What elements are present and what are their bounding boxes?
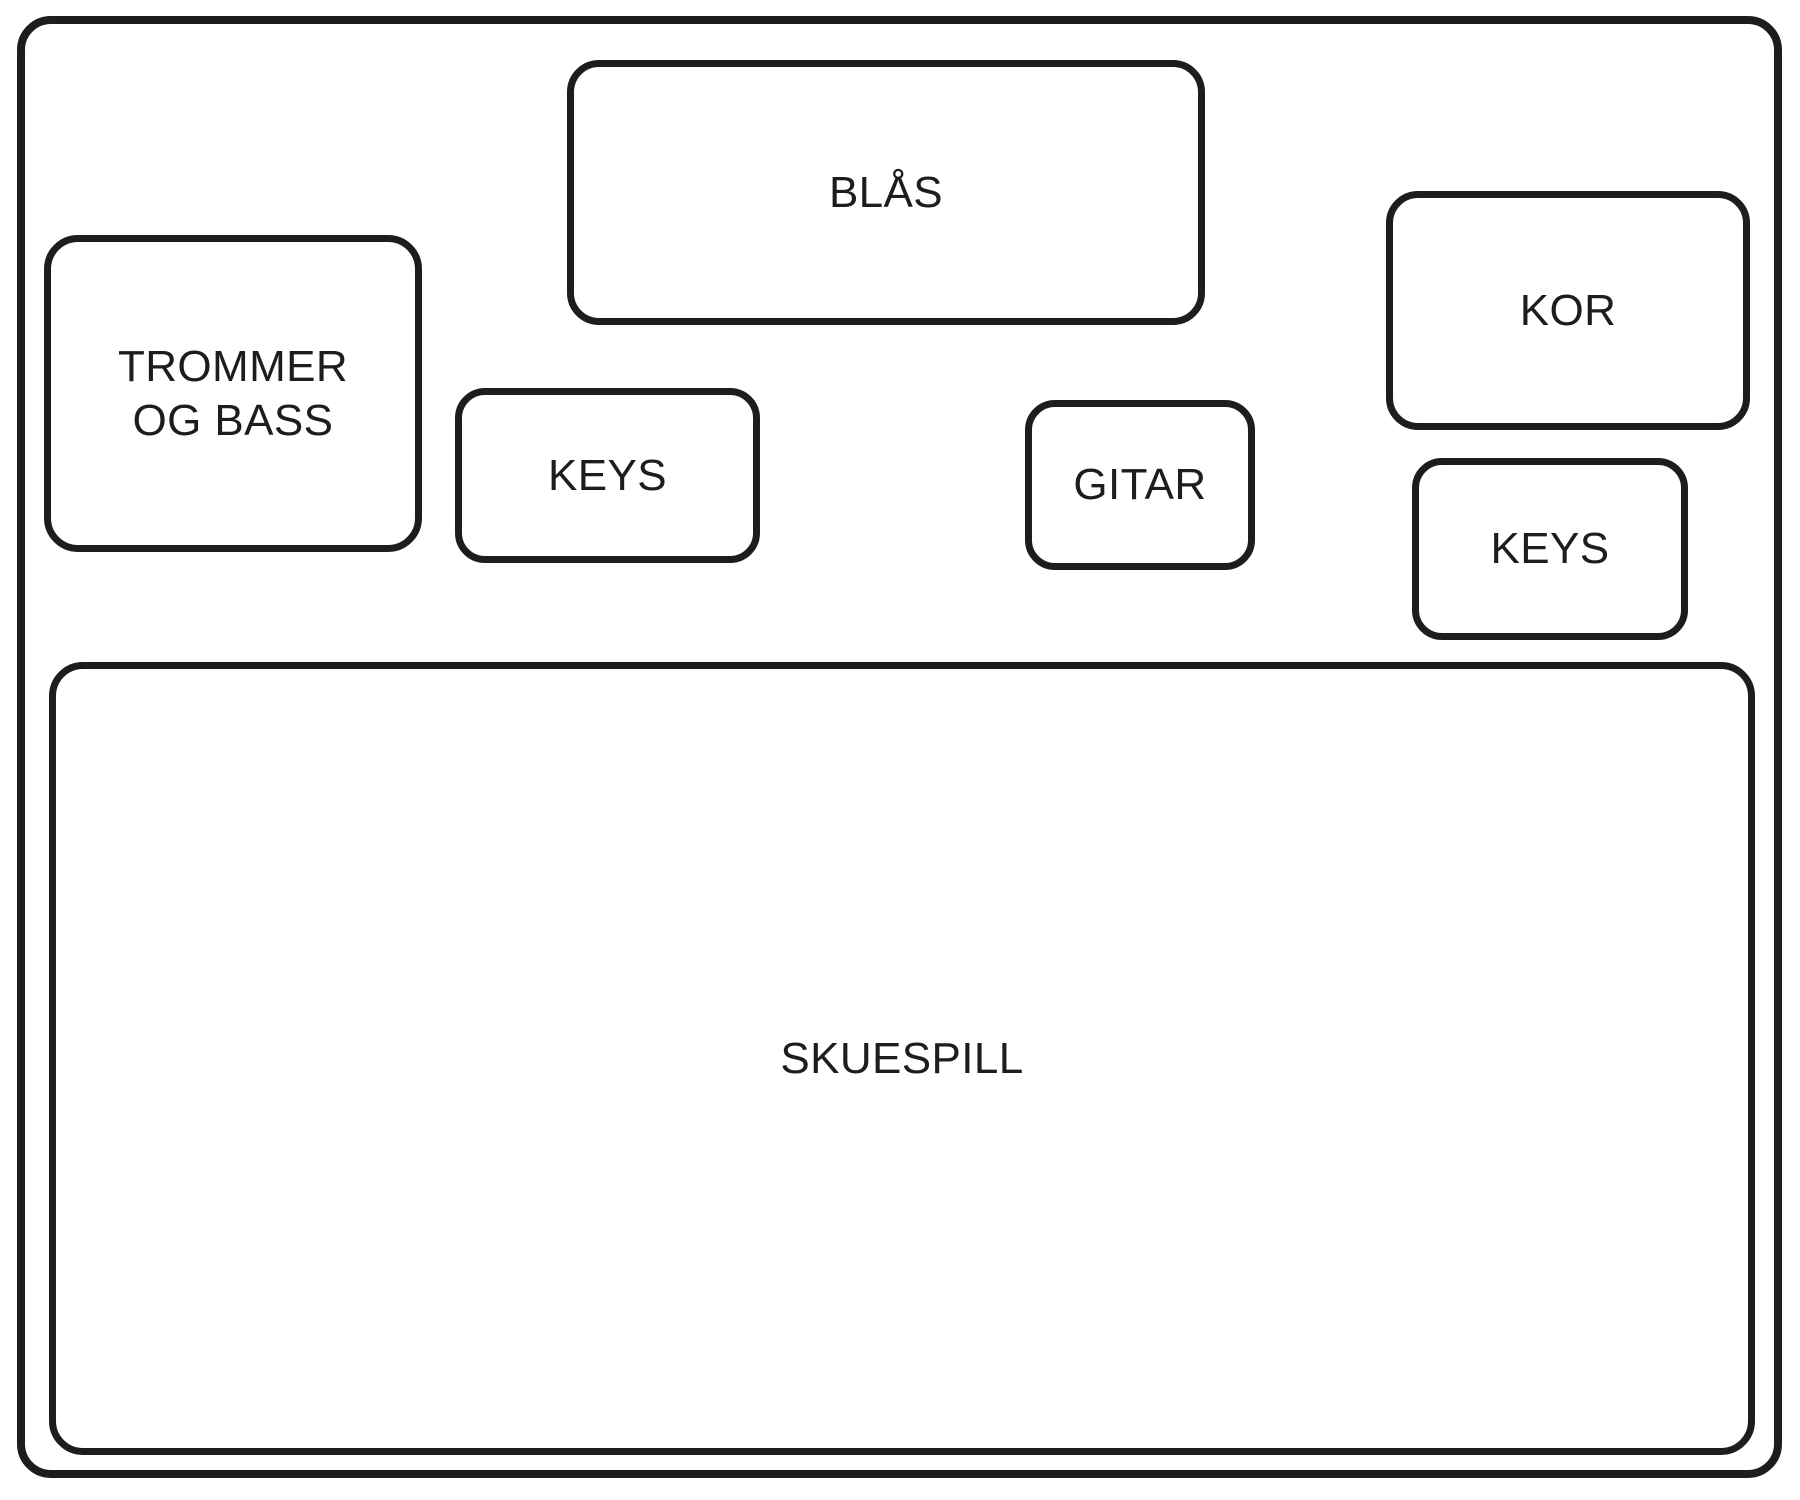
- zone-blas-label: BLÅS: [828, 167, 944, 217]
- zone-gitar[interactable]: GITAR: [1025, 400, 1255, 570]
- zone-skuespill[interactable]: SKUESPILL: [49, 662, 1755, 1455]
- zone-gitar-label: GITAR: [1073, 460, 1207, 510]
- zone-skuespill-label: SKUESPILL: [780, 1033, 1024, 1083]
- zone-trommer-og-bass[interactable]: TROMMER OG BASS: [44, 235, 422, 552]
- stage-outline: [17, 16, 1782, 1478]
- zone-keys-left-label: KEYS: [548, 450, 667, 500]
- zone-kor[interactable]: KOR: [1386, 191, 1750, 430]
- zone-kor-label: KOR: [1519, 285, 1617, 335]
- zone-trommer-og-bass-label: TROMMER OG BASS: [117, 341, 349, 445]
- zone-keys-right-label: KEYS: [1490, 524, 1610, 574]
- zone-keys-left[interactable]: KEYS: [455, 388, 760, 563]
- zone-keys-right[interactable]: KEYS: [1412, 458, 1688, 640]
- zone-blas[interactable]: BLÅS: [567, 60, 1205, 325]
